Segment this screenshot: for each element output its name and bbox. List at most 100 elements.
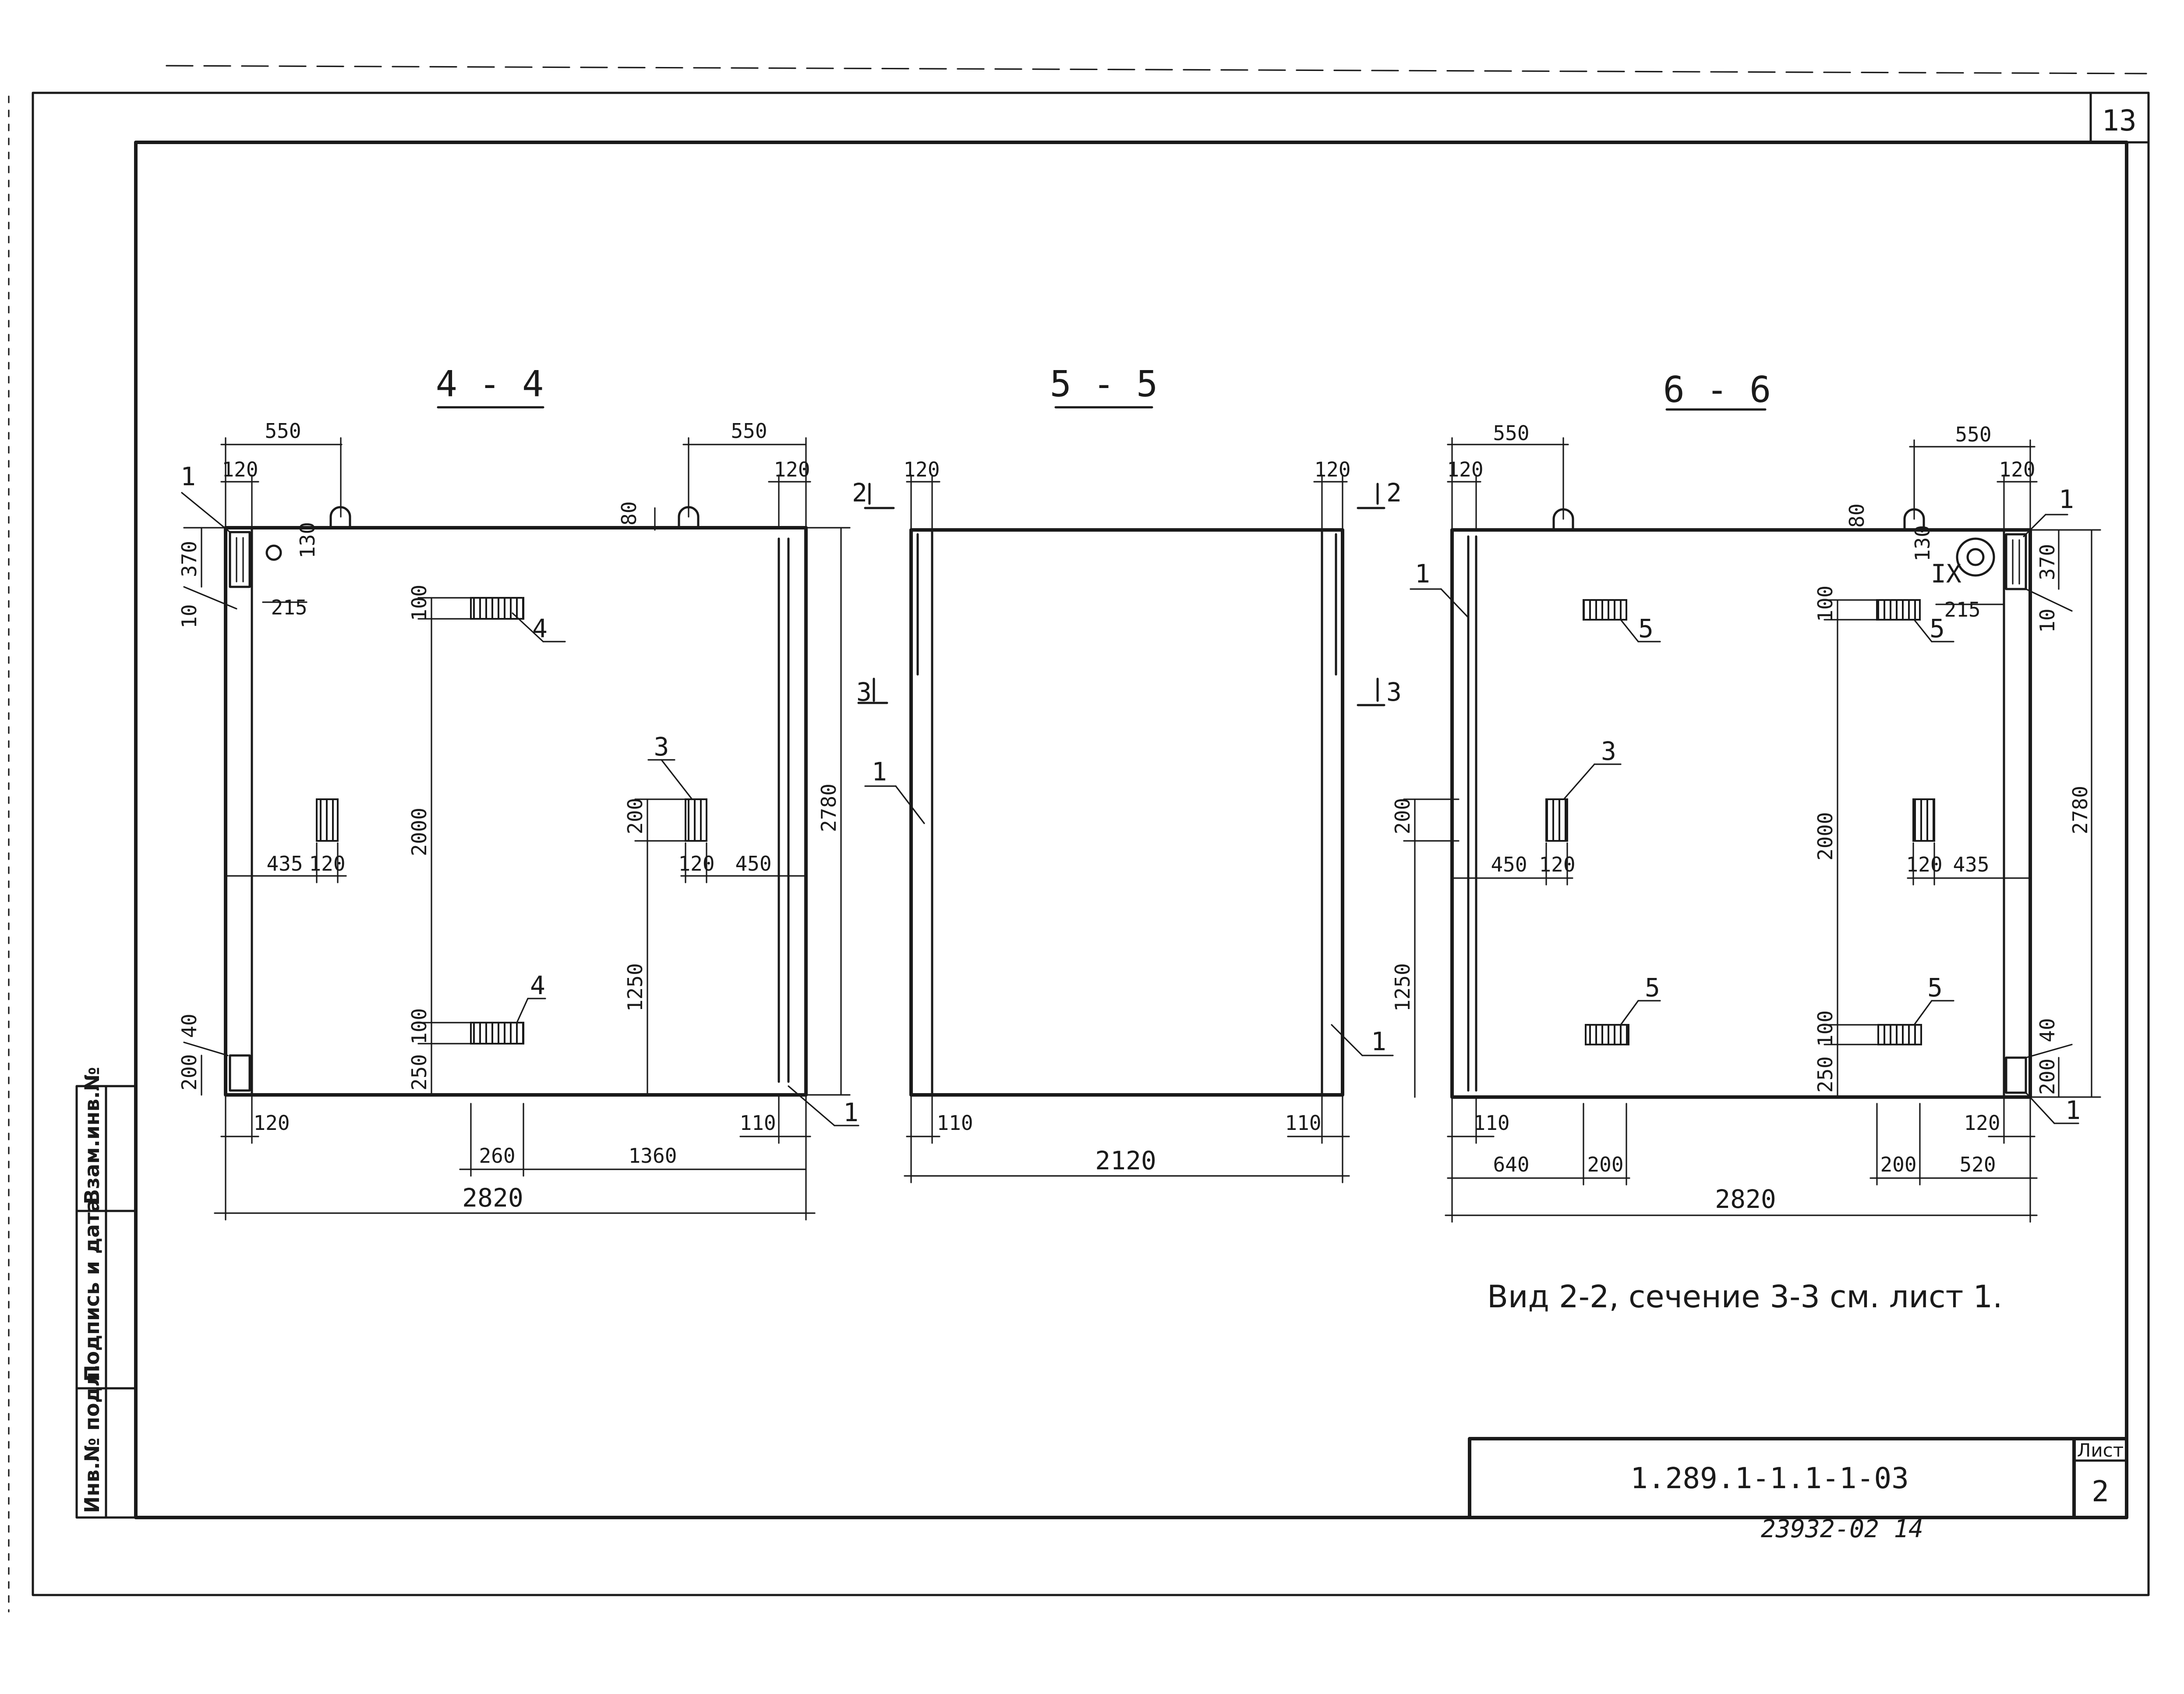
dim-550: 550 bbox=[1955, 423, 1991, 446]
title-block bbox=[1468, 1437, 2128, 1519]
mark-5: 5 bbox=[1930, 614, 1945, 643]
title-block-frame bbox=[1468, 1437, 2128, 1519]
mark-4: 4 bbox=[530, 971, 545, 1000]
dim-2000: 2000 bbox=[407, 808, 431, 856]
dim-110: 110 bbox=[1285, 1111, 1321, 1135]
dim-120: 120 bbox=[1906, 853, 1942, 876]
dim-100: 100 bbox=[1813, 1010, 1837, 1047]
dim-370: 370 bbox=[2036, 544, 2059, 580]
dim-100: 100 bbox=[1813, 586, 1837, 622]
mark-4: 4 bbox=[532, 614, 548, 643]
sheet-label: Лист bbox=[2077, 1440, 2124, 1461]
dim-370: 370 bbox=[177, 541, 201, 577]
section-4-4-outline bbox=[224, 526, 808, 1097]
section-4-4-title: 4 - 4 bbox=[436, 364, 544, 405]
dim-2780: 2780 bbox=[817, 783, 841, 832]
side-stamp-sign: Подпись и дата bbox=[80, 1199, 104, 1382]
section-5-5-outline bbox=[909, 528, 1344, 1097]
dim-40: 40 bbox=[2036, 1018, 2059, 1042]
leader bbox=[516, 998, 529, 1023]
page-number-box bbox=[2089, 92, 2150, 144]
dim-2120: 2120 bbox=[1095, 1146, 1156, 1175]
dim-80: 80 bbox=[1845, 504, 1869, 528]
leader bbox=[2023, 514, 2046, 537]
leader bbox=[1563, 763, 1595, 800]
dim-100: 100 bbox=[407, 1008, 431, 1045]
leader bbox=[661, 759, 693, 800]
dim-120: 120 bbox=[1539, 853, 1575, 876]
dim-250: 250 bbox=[407, 1054, 431, 1091]
dim-2820: 2820 bbox=[1715, 1184, 1776, 1214]
mark-1: 1 bbox=[180, 462, 196, 491]
dim-120: 120 bbox=[678, 852, 714, 875]
side-stamp: Инв.№ подл. Подпись и дата Взам.инв.№ bbox=[75, 1067, 137, 1519]
mark-1: 1 bbox=[872, 757, 887, 787]
archive-stamp: 23932-02 14 bbox=[1761, 1515, 1923, 1543]
section-6-6-insert-5a bbox=[1583, 599, 1627, 621]
dim-260: 260 bbox=[479, 1144, 515, 1168]
dim-550: 550 bbox=[1493, 421, 1529, 445]
mark-5: 5 bbox=[1927, 973, 1943, 1002]
dim-110: 110 bbox=[739, 1111, 776, 1135]
dim-200: 200 bbox=[1880, 1153, 1916, 1176]
sheet-number: 2 bbox=[2092, 1475, 2109, 1508]
dim-110: 110 bbox=[937, 1111, 973, 1135]
side-stamp-replace: Взам.инв.№ bbox=[80, 1067, 104, 1204]
section-6-6-insert-5b bbox=[1876, 599, 1921, 621]
section-4-4-insert-4b bbox=[470, 1022, 524, 1045]
dim-40: 40 bbox=[177, 1014, 201, 1038]
dim-450: 450 bbox=[735, 852, 771, 875]
leader bbox=[2025, 1092, 2055, 1124]
leader bbox=[1620, 619, 1639, 642]
dim-120: 120 bbox=[309, 852, 345, 875]
section-4-4-insert-3 bbox=[685, 798, 707, 842]
dim-line bbox=[2025, 588, 2073, 612]
dim-1250: 1250 bbox=[1391, 963, 1414, 1012]
dim-450: 450 bbox=[1491, 853, 1527, 876]
cut-label-2: 2 bbox=[852, 478, 867, 508]
leader bbox=[895, 785, 925, 824]
section-4-4-hole-icon bbox=[265, 544, 282, 561]
section-6-6-bottom-plate bbox=[2005, 1056, 2027, 1094]
leader bbox=[1913, 619, 1933, 642]
dim-line bbox=[2025, 1044, 2073, 1059]
cut-label-2: 2 bbox=[1386, 478, 1402, 508]
mark-5: 5 bbox=[1645, 973, 1660, 1002]
mark-5: 5 bbox=[1638, 614, 1654, 643]
dim-550: 550 bbox=[731, 419, 767, 443]
dim-120: 120 bbox=[1314, 458, 1350, 481]
dim-215: 215 bbox=[1944, 598, 1980, 621]
mark-3: 3 bbox=[1601, 736, 1616, 766]
section-6-6-hole-detail-icon bbox=[1956, 537, 1995, 577]
mark-1: 1 bbox=[1371, 1027, 1386, 1056]
section-5-5-title: 5 - 5 bbox=[1050, 364, 1158, 405]
dim-250: 250 bbox=[1813, 1056, 1837, 1093]
dim-1360: 1360 bbox=[629, 1144, 677, 1168]
dim-120: 120 bbox=[1999, 458, 2035, 481]
dim-520: 520 bbox=[1959, 1153, 1996, 1176]
dim-line bbox=[183, 1041, 229, 1056]
section-6-6-insert-center bbox=[1912, 798, 1935, 842]
dim-200: 200 bbox=[2036, 1059, 2059, 1095]
page-number: 13 bbox=[2102, 104, 2136, 138]
dim-640: 640 bbox=[1493, 1153, 1529, 1176]
mark-3: 3 bbox=[654, 732, 669, 762]
section-6-6-insert-5c bbox=[1585, 1024, 1629, 1045]
leader bbox=[181, 492, 231, 533]
dim-120: 120 bbox=[903, 458, 940, 481]
dim-line bbox=[183, 586, 237, 610]
dim-215: 215 bbox=[271, 596, 307, 619]
dim-120: 120 bbox=[1964, 1111, 2000, 1135]
outer-frame bbox=[32, 92, 2150, 1596]
leader bbox=[788, 1085, 835, 1126]
section-4-4: 4 - 4 550 120 550 120 bbox=[177, 364, 859, 1221]
dim-200: 200 bbox=[623, 798, 647, 834]
cut-label-3: 3 bbox=[856, 677, 872, 707]
mark-1: 1 bbox=[843, 1098, 859, 1127]
dim-130: 130 bbox=[296, 522, 319, 558]
dim-10: 10 bbox=[2036, 609, 2059, 633]
dim-10: 10 bbox=[177, 604, 201, 628]
mark-1: 1 bbox=[2065, 1095, 2081, 1125]
section-6-6: 6 - 6 550 120 550 120 80 bbox=[1391, 369, 2101, 1223]
dim-435: 435 bbox=[1953, 853, 1989, 876]
